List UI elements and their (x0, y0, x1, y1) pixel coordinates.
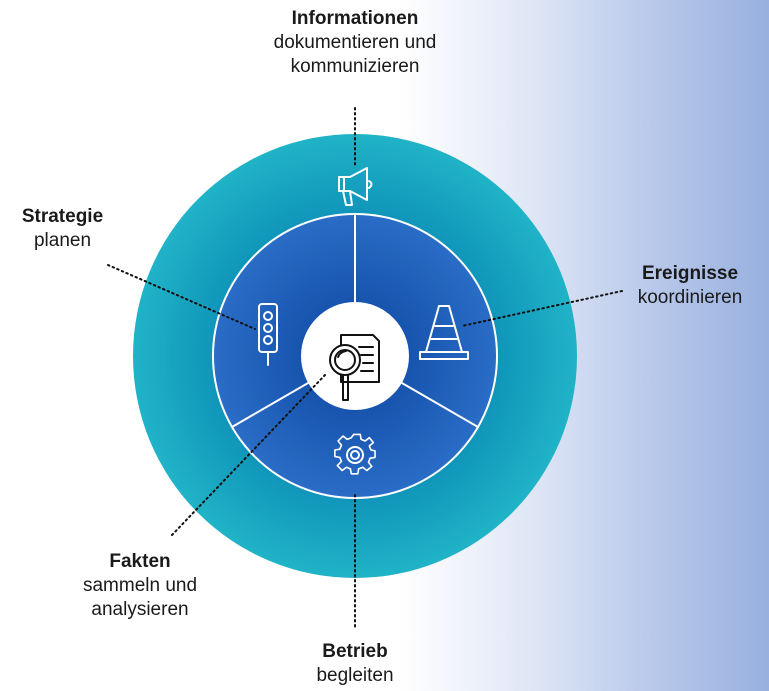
label-informationen-line1: dokumentieren und (273, 32, 437, 53)
label-informationen: Informationen dokumentieren und kommuniz… (230, 7, 480, 79)
connector-fakten (171, 374, 326, 536)
connector-strategie (107, 264, 256, 330)
connector-ereignisse (461, 290, 623, 327)
gear-icon (334, 433, 376, 475)
label-betrieb-line1: begleiten (316, 665, 394, 686)
label-strategie-line1: planen (33, 230, 92, 251)
dotted-connectors (107, 107, 623, 628)
label-ereignisse-line1: koordinieren (637, 287, 743, 308)
label-betrieb: Betrieb begleiten (280, 640, 430, 688)
traffic-cone-icon (419, 305, 469, 360)
traffic-light-icon (258, 303, 278, 366)
segment-dividers (231, 214, 479, 428)
label-betrieb-title: Betrieb (322, 641, 388, 662)
label-strategie: Strategie planen (0, 205, 125, 253)
label-informationen-line2: kommunizieren (290, 56, 420, 77)
label-fakten-line2: analysieren (91, 599, 189, 620)
label-ereignisse-title: Ereignisse (641, 263, 739, 284)
label-informationen-title: Informationen (291, 8, 419, 29)
label-fakten: Fakten sammeln und analysieren (55, 550, 225, 622)
megaphone-icon (338, 167, 373, 206)
label-fakten-line1: sammeln und (82, 575, 198, 596)
magnifier-document-icon (329, 334, 380, 401)
label-strategie-title: Strategie (21, 206, 104, 227)
label-ereignisse: Ereignisse koordinieren (615, 262, 765, 310)
label-fakten-title: Fakten (109, 551, 171, 572)
